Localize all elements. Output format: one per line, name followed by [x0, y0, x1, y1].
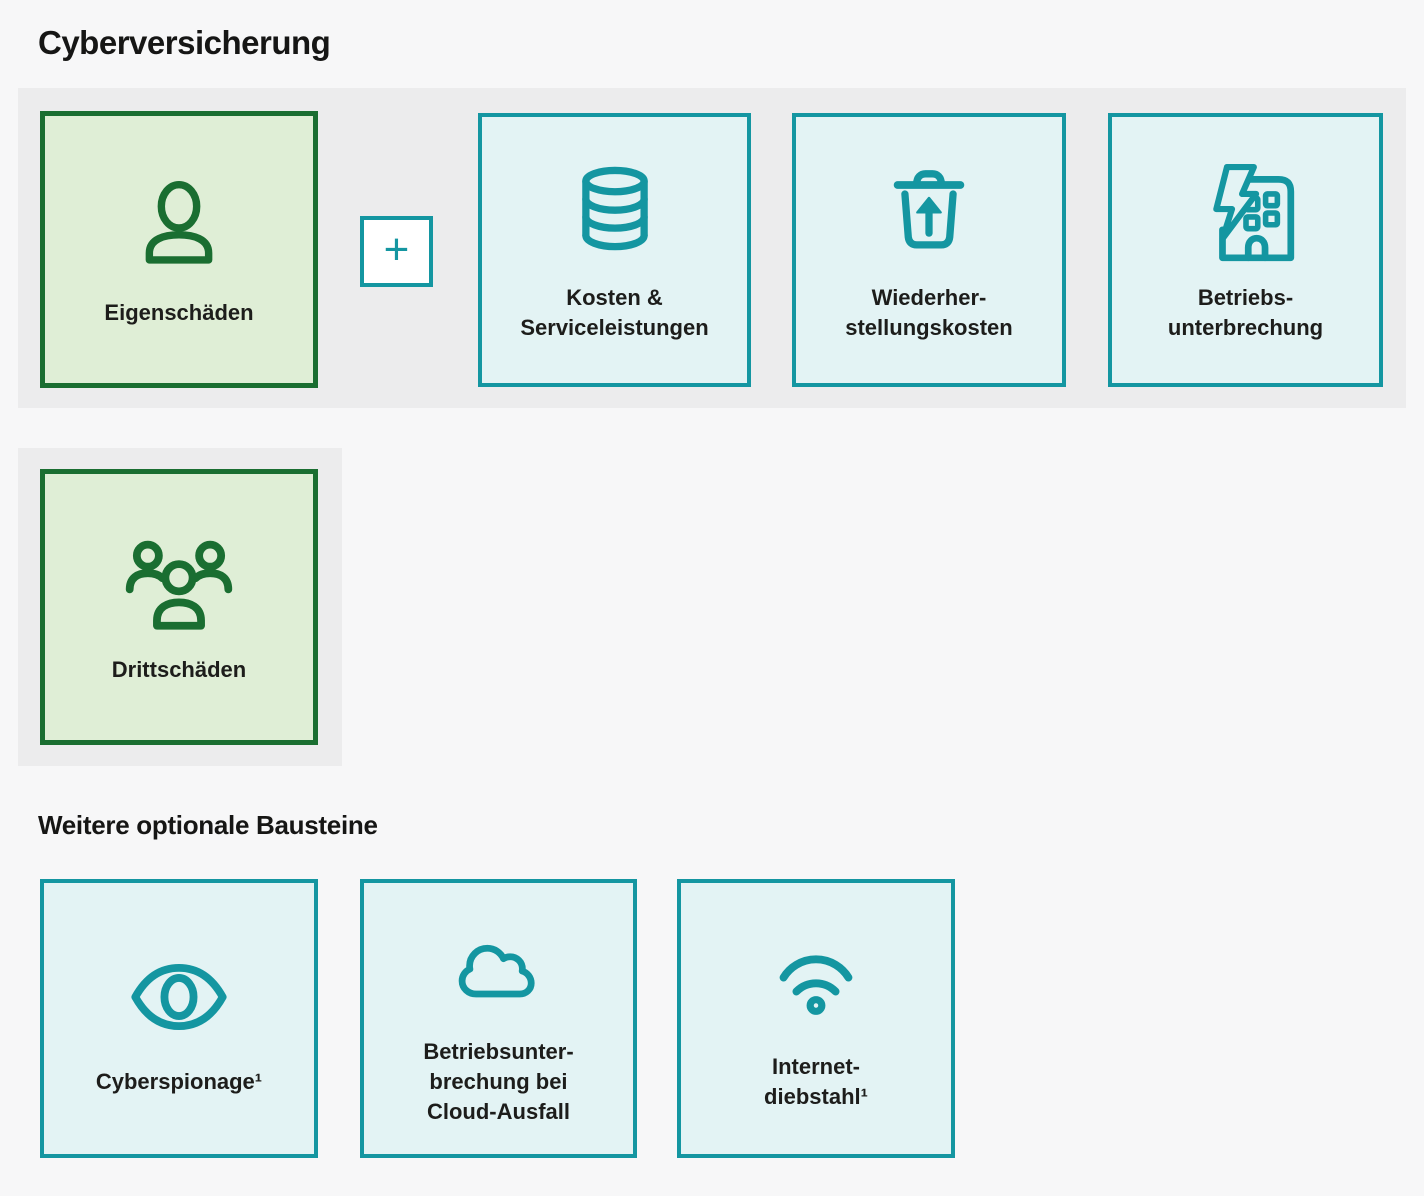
tile-internetdiebstahl: Internet- diebstahl¹ — [677, 879, 955, 1158]
users-icon — [114, 529, 244, 641]
plus-icon: + — [383, 224, 410, 274]
tile-label: Kosten & Serviceleistungen — [520, 285, 709, 340]
tile-label: Eigenschäden — [104, 299, 254, 325]
cloud-icon — [436, 911, 562, 1023]
plus-connector: + — [360, 216, 433, 287]
tile-label: Wiederher- stellungskosten — [845, 285, 1013, 340]
building-lightning-icon — [1190, 157, 1302, 269]
tile-label: Internet- diebstahl¹ — [764, 1053, 868, 1109]
tile-betriebsunterbrechung: Betriebs- unterbrechung — [1108, 113, 1383, 387]
tile-wiederherstellungskosten: Wiederher- stellungskosten — [792, 113, 1066, 387]
person-icon — [122, 172, 236, 284]
tile-drittschaeden: Drittschäden — [40, 469, 318, 745]
tile-label: Betriebs- unterbrechung — [1167, 285, 1324, 340]
tile-label: Betriebsunter- brechung bei Cloud-Ausfal… — [423, 1038, 574, 1124]
trash-restore-icon — [873, 157, 985, 269]
tile-label: Cyberspionage¹ — [95, 1068, 263, 1094]
wifi-icon — [751, 926, 881, 1038]
tile-cloud-ausfall: Betriebsunter- brechung bei Cloud-Ausfal… — [360, 879, 637, 1158]
page-title: Cyberversicherung — [38, 24, 331, 61]
optional-modules-heading: Weitere optionale Bausteine — [38, 810, 378, 840]
tile-cyberspionage: Cyberspionage¹ — [40, 879, 318, 1158]
tile-eigenschaeden: Eigenschäden — [40, 111, 318, 388]
database-icon — [559, 157, 671, 269]
tile-label: Drittschäden — [111, 657, 247, 682]
tile-kosten-serviceleistungen: Kosten & Serviceleistungen — [478, 113, 751, 387]
eye-icon — [114, 941, 244, 1053]
